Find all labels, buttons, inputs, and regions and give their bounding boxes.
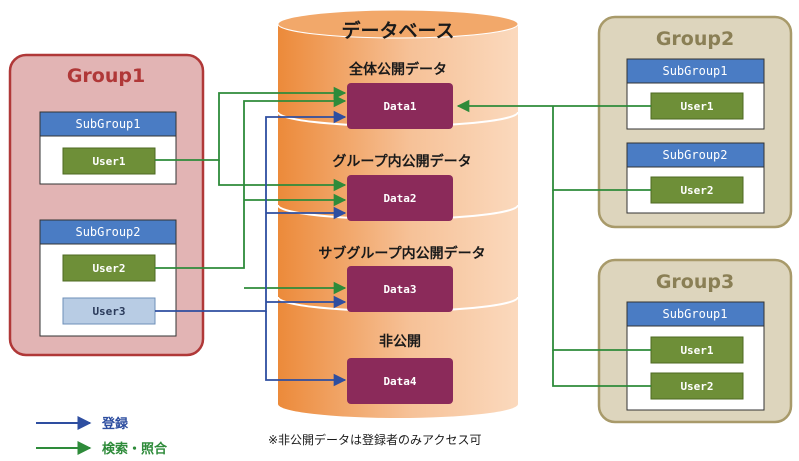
data4-box[interactable] [347, 358, 453, 404]
group1-user2-label: User2 [92, 262, 125, 275]
group2-user1-label: User1 [680, 100, 713, 113]
data2-label: Data2 [383, 192, 416, 205]
group3-user2-label: User2 [680, 380, 713, 393]
data1-box[interactable] [347, 83, 453, 129]
data1-label: Data1 [383, 100, 416, 113]
database-title: データベース [341, 19, 454, 42]
legend-search-label: 検索・照合 [102, 441, 168, 457]
group2-subgroup2: SubGroup2 User2 [626, 142, 765, 214]
group2-user2-label: User2 [680, 184, 713, 197]
legend-register-label: 登録 [101, 416, 129, 432]
group1-subgroup1: SubGroup1 User1 [39, 111, 177, 185]
data3-box[interactable] [347, 266, 453, 312]
group3-subgroup1-title: SubGroup1 [662, 307, 727, 321]
data4-label: Data4 [383, 375, 416, 388]
database-cylinder: データベース 全体公開データ Data1 グループ内公開データ Data2 サブ… [277, 9, 519, 418]
group1-subgroup2: SubGroup2 User2 User3 [39, 219, 177, 337]
group3-subgroup1: SubGroup1 User1 User2 [626, 301, 765, 411]
group3: Group3 SubGroup1 User1 User2 [597, 258, 793, 424]
group2-user1-box[interactable] [650, 92, 744, 120]
group3-title: Group3 [656, 271, 734, 293]
private-data-note: ※非公開データは登録者のみアクセス可 [268, 432, 481, 447]
group3-user1-box[interactable] [650, 336, 744, 364]
group1-user1-box[interactable] [62, 147, 156, 175]
group2-subgroup1: SubGroup1 User1 [626, 58, 765, 130]
section-subgroup-label: サブグループ内公開データ [318, 245, 485, 262]
group1-user3-label: User3 [92, 305, 125, 318]
group2-user2-box[interactable] [650, 176, 744, 204]
group2: Group2 SubGroup1 User1 SubGroup2 User2 [597, 15, 793, 229]
group3-user1-label: User1 [680, 344, 713, 357]
group1-user1-label: User1 [92, 155, 125, 168]
group1-user2-box[interactable] [62, 254, 156, 282]
group2-subgroup2-title: SubGroup2 [662, 148, 727, 162]
data3-label: Data3 [383, 283, 416, 296]
section-group-label: グループ内公開データ [332, 153, 471, 170]
group1: Group1 SubGroup1 User1 SubGroup2 User2 U… [8, 53, 205, 357]
group1-subgroup2-title: SubGroup2 [75, 225, 140, 239]
group2-subgroup1-title: SubGroup1 [662, 64, 727, 78]
search-connectors [155, 86, 651, 387]
legend: 登録 検索・照合 [36, 416, 168, 457]
group2-title: Group2 [656, 28, 734, 50]
section-public-label: 全体公開データ [348, 61, 447, 78]
group1-title: Group1 [67, 65, 145, 87]
section-private-label: 非公開 [379, 333, 421, 350]
group1-subgroup1-title: SubGroup1 [75, 117, 140, 131]
data2-box[interactable] [347, 175, 453, 221]
register-connectors [155, 110, 347, 387]
group3-user2-box[interactable] [650, 372, 744, 400]
